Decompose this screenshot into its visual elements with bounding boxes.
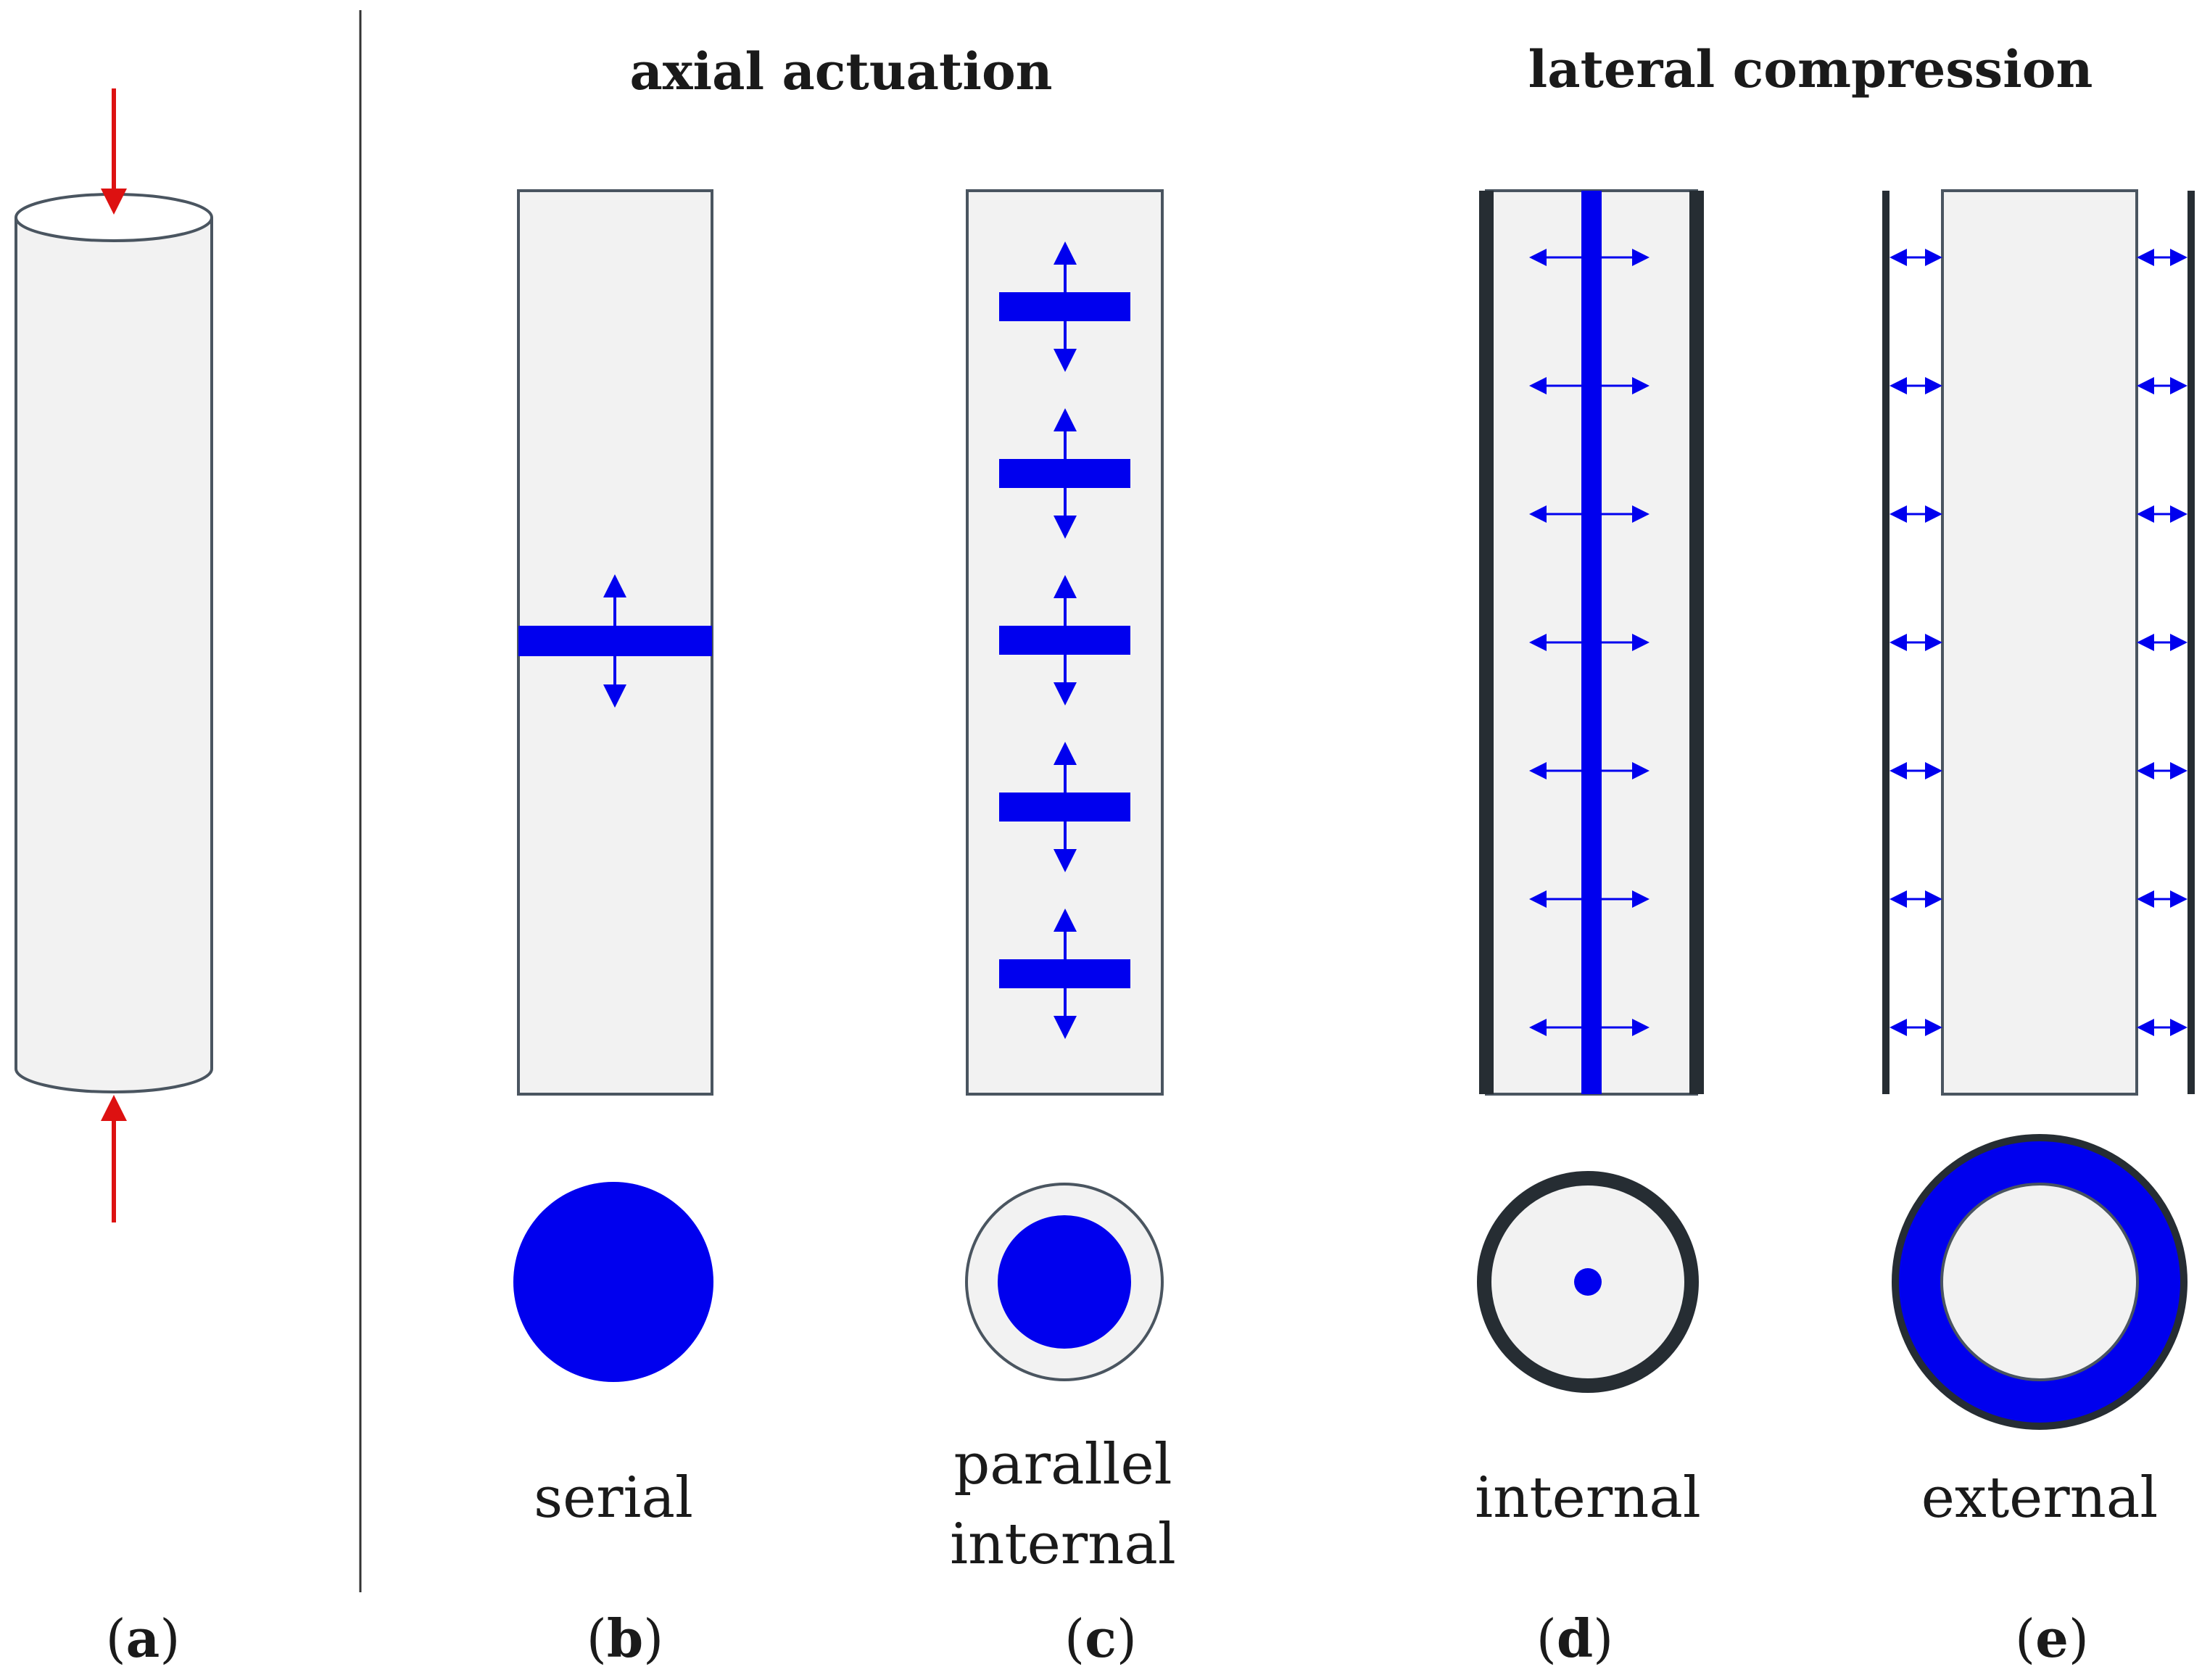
parallel-actuators (999, 241, 1130, 1039)
caption-serial: serial (534, 1465, 693, 1531)
panel-label-b: (b) (587, 1607, 664, 1669)
caption-parallel-line1: parallel (953, 1432, 1172, 1497)
panel-d-internal (1477, 189, 1704, 1393)
external-left-rigid-wall (1882, 191, 1890, 1094)
internal-left-rigid-wall (1479, 191, 1494, 1094)
panel-c-parallel-internal (965, 189, 1164, 1381)
parallel-cross-section-core (998, 1215, 1131, 1349)
panel-label-a: (a) (106, 1607, 181, 1669)
heading-lateral-compression: lateral compression (1528, 39, 2093, 99)
panel-label-d: (d) (1536, 1607, 1614, 1669)
heading-axial-actuation: axial actuation (629, 41, 1052, 102)
internal-right-rigid-wall (1689, 191, 1704, 1094)
caption-external: external (1921, 1465, 2158, 1531)
external-column (1941, 189, 2138, 1096)
cylinder-body (15, 218, 213, 1093)
panel-e-external (1882, 189, 2195, 1430)
caption-parallel-line2: internal (950, 1512, 1176, 1577)
internal-lateral-arrows (1529, 249, 1650, 1036)
external-cross-section-core (1940, 1183, 2139, 1381)
panel-b-serial (513, 189, 713, 1382)
caption-internal: internal (1475, 1465, 1701, 1531)
serial-cross-section (513, 1182, 713, 1382)
external-right-rigid-wall (2187, 191, 2195, 1094)
panel-label-c: (c) (1064, 1607, 1137, 1669)
internal-cross-section-core (1574, 1268, 1602, 1296)
external-lateral-arrows (1890, 249, 2187, 1036)
panel-a-cylinder (15, 88, 213, 1222)
panel-label-e: (e) (2015, 1607, 2089, 1669)
